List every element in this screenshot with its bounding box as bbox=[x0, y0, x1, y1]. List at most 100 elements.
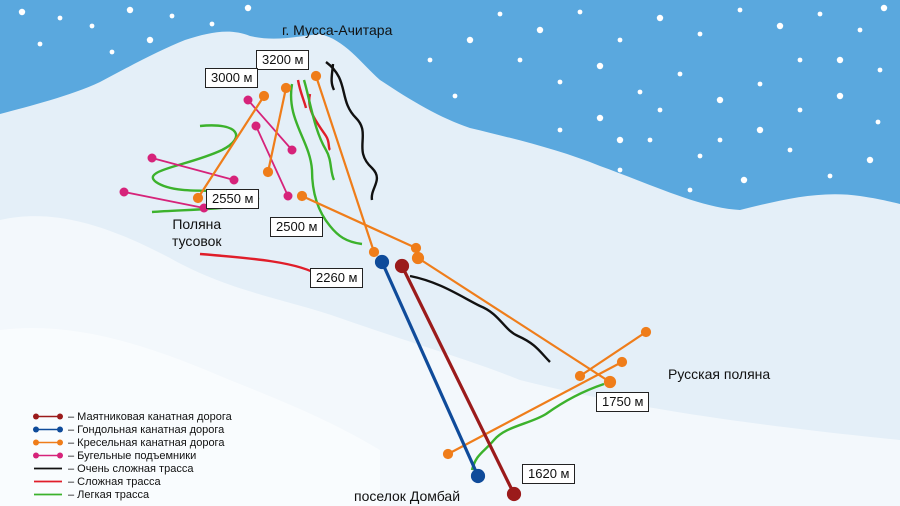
snowflake bbox=[18, 8, 26, 16]
very-difficult-runs bbox=[325, 61, 551, 363]
snowflakes bbox=[18, 4, 888, 193]
legend-symbol-gondola bbox=[33, 426, 63, 433]
chairlift-2 bbox=[266, 87, 288, 173]
snowflake bbox=[617, 167, 623, 173]
legend: – Маятниковая канатная дорога – Гондольн… bbox=[32, 410, 232, 501]
draglift-3 bbox=[151, 157, 235, 181]
legend-symbol-very-difficult bbox=[34, 467, 62, 470]
snowflake bbox=[517, 57, 523, 63]
snowflake bbox=[657, 107, 663, 113]
elevation-3000: 3000 м bbox=[205, 68, 259, 88]
legend-symbol-difficult bbox=[34, 480, 62, 483]
legend-item-very-difficult: – Очень сложная трасса bbox=[32, 462, 232, 475]
gondola-bottom-station bbox=[470, 468, 486, 484]
snowflake bbox=[596, 114, 604, 122]
snowflake bbox=[452, 93, 458, 99]
snowflake bbox=[616, 136, 624, 144]
place-polyana-tusovok-line-2: тусовок bbox=[172, 233, 222, 249]
snowflake bbox=[836, 56, 844, 64]
legend-item-gondola: – Гондольная канатная дорога bbox=[32, 423, 232, 436]
legend-label-very-difficult: – Очень сложная трасса bbox=[68, 462, 194, 475]
snowflake bbox=[656, 14, 664, 22]
legend-label-gondola: – Гондольная канатная дорога bbox=[68, 423, 225, 436]
draglifts bbox=[119, 95, 297, 213]
snowflake bbox=[717, 137, 723, 143]
snowflake bbox=[647, 137, 653, 143]
legend-label-difficult: – Сложная трасса bbox=[68, 475, 161, 488]
snowflake bbox=[37, 41, 43, 47]
peak-name: г. Мусса-Ачитара bbox=[282, 22, 393, 38]
snowflake bbox=[169, 13, 175, 19]
legend-item-pendulum: – Маятниковая канатная дорога bbox=[32, 410, 232, 423]
snowflake bbox=[57, 15, 63, 21]
pendulum-top-station bbox=[394, 258, 410, 274]
snowflake bbox=[827, 173, 833, 179]
elevation-1750: 1750 м bbox=[596, 392, 650, 412]
draglift-2 bbox=[255, 125, 289, 197]
snowflake bbox=[109, 49, 115, 55]
snowflake bbox=[596, 62, 604, 70]
chairlift-1 bbox=[197, 95, 265, 199]
snowflake bbox=[577, 9, 583, 15]
snowflake bbox=[536, 26, 544, 34]
legend-item-difficult: – Сложная трасса bbox=[32, 475, 232, 488]
legend-item-draglift: – Бугельные подъемники bbox=[32, 449, 232, 462]
easy-run-2 bbox=[289, 83, 363, 246]
easy-run-4 bbox=[470, 382, 605, 471]
pendulum-bottom-station bbox=[506, 486, 522, 502]
place-russkaya-polyana: Русская поляна bbox=[668, 366, 771, 382]
elevation-3200: 3200 м bbox=[256, 50, 310, 70]
snowflake bbox=[697, 153, 703, 159]
snowflake bbox=[797, 107, 803, 113]
snowflake bbox=[497, 11, 503, 17]
snowflake bbox=[836, 92, 844, 100]
snowflake bbox=[787, 147, 793, 153]
mountain-shadow-2 bbox=[0, 328, 380, 506]
snowflake bbox=[637, 89, 643, 95]
elevation-2260: 2260 м bbox=[310, 268, 364, 288]
snowflake bbox=[146, 36, 154, 44]
legend-label-pendulum: – Маятниковая канатная дорога bbox=[68, 410, 232, 423]
legend-item-chairlift: – Кресельная канатная дорога bbox=[32, 436, 232, 449]
snowflake bbox=[557, 127, 563, 133]
snowflake bbox=[880, 4, 888, 12]
snowflake bbox=[797, 57, 803, 63]
snowflake bbox=[875, 119, 881, 125]
snowflake bbox=[687, 187, 693, 193]
place-dombai: поселок Домбай bbox=[354, 488, 461, 504]
gondola-top-station bbox=[374, 254, 390, 270]
snowflake bbox=[737, 7, 743, 13]
chairlifts bbox=[192, 70, 652, 460]
easy-run-3 bbox=[302, 79, 336, 181]
legend-symbol-draglift bbox=[33, 452, 63, 459]
snowflake bbox=[677, 71, 683, 77]
snowflake bbox=[716, 96, 724, 104]
elevation-2550: 2550 м bbox=[206, 189, 260, 209]
place-polyana-tusovok-line-1: Поляна bbox=[172, 216, 222, 232]
snowflake bbox=[427, 57, 433, 63]
snowflake bbox=[617, 37, 623, 43]
legend-label-draglift: – Бугельные подъемники bbox=[68, 449, 197, 462]
snowflake bbox=[857, 27, 863, 33]
snowflake bbox=[817, 11, 823, 17]
legend-label-chairlift: – Кресельная канатная дорога bbox=[68, 436, 225, 449]
snowflake bbox=[740, 176, 748, 184]
chairlift-4 bbox=[301, 194, 417, 250]
snowflake bbox=[89, 23, 95, 29]
snowflake bbox=[557, 79, 563, 85]
snowflake bbox=[776, 22, 784, 30]
pendulum-lift bbox=[394, 258, 522, 502]
very-difficult-run-3 bbox=[409, 274, 551, 363]
elevation-1620: 1620 м bbox=[522, 464, 576, 484]
legend-symbol-chairlift bbox=[33, 439, 63, 446]
chairlift-6 bbox=[579, 331, 647, 377]
snowflake bbox=[757, 81, 763, 87]
chairlift-3 bbox=[314, 75, 376, 253]
very-difficult-run-2 bbox=[330, 63, 336, 91]
difficult-run-2 bbox=[296, 79, 308, 109]
legend-label-easy: – Легкая трасса bbox=[68, 488, 150, 501]
draglift-4 bbox=[123, 191, 205, 209]
legend-symbol-pendulum bbox=[33, 413, 63, 420]
